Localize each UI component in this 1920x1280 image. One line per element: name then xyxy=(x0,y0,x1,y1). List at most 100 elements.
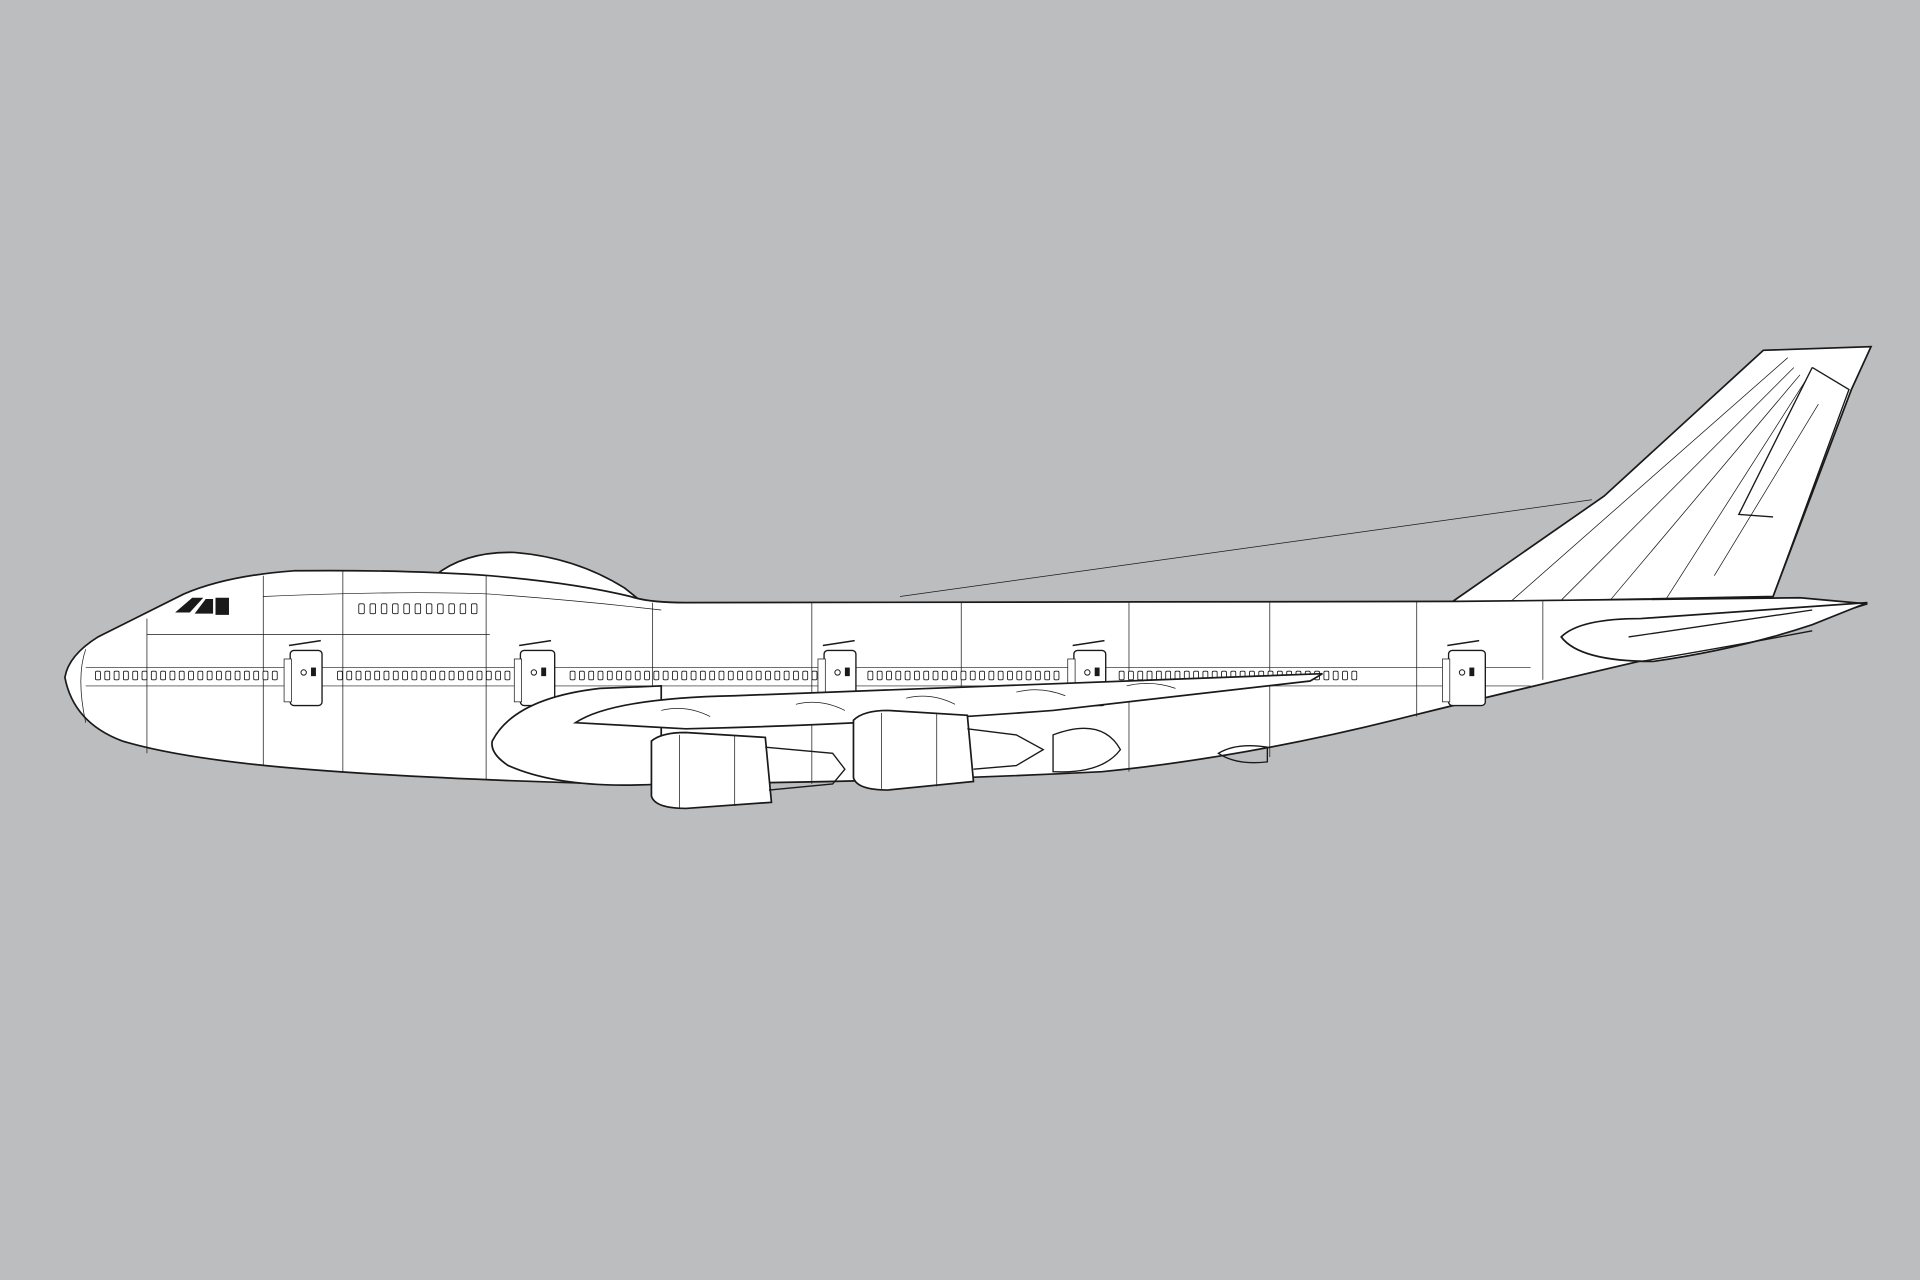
window xyxy=(123,670,129,681)
window xyxy=(979,670,985,681)
window xyxy=(904,670,911,681)
window xyxy=(467,670,474,681)
upper-deck-window xyxy=(448,603,455,615)
cabin-windows xyxy=(95,603,1358,681)
antenna-wire xyxy=(899,499,1592,597)
window xyxy=(364,670,371,681)
window xyxy=(634,670,641,681)
window xyxy=(802,670,809,681)
window xyxy=(355,670,362,681)
window xyxy=(1323,670,1330,681)
window xyxy=(755,670,762,681)
window xyxy=(476,670,483,681)
window xyxy=(923,670,930,681)
upper-deck-window xyxy=(414,603,422,615)
window xyxy=(169,670,176,681)
window xyxy=(402,670,408,681)
window xyxy=(411,670,418,681)
window xyxy=(774,670,781,681)
window xyxy=(439,670,446,681)
window xyxy=(206,670,213,681)
fuselage-stripe-lines xyxy=(85,592,1531,687)
upper-deck-fairing xyxy=(433,551,640,599)
window xyxy=(448,670,455,681)
window xyxy=(1155,670,1162,681)
window xyxy=(662,670,669,681)
window xyxy=(867,670,874,681)
window xyxy=(1044,670,1051,681)
window xyxy=(225,670,232,681)
window xyxy=(1165,670,1172,681)
window xyxy=(216,670,222,681)
window xyxy=(420,670,427,681)
door xyxy=(283,639,323,707)
window xyxy=(113,670,120,681)
window xyxy=(1016,670,1023,681)
window xyxy=(150,670,157,681)
window xyxy=(188,670,194,681)
window xyxy=(597,670,604,681)
upper-deck-window xyxy=(425,603,433,615)
window xyxy=(495,670,501,681)
window xyxy=(765,670,771,681)
window xyxy=(132,670,139,681)
window xyxy=(569,670,576,681)
wingtip-pod xyxy=(1052,727,1122,773)
window xyxy=(504,670,511,681)
upper-deck-window xyxy=(437,603,444,615)
window xyxy=(914,670,920,681)
window xyxy=(895,670,902,681)
upper-deck-window xyxy=(403,603,410,615)
fin-panel-lines xyxy=(1512,357,1819,601)
window xyxy=(690,670,697,681)
window xyxy=(951,670,958,681)
window xyxy=(1146,670,1153,681)
window xyxy=(1007,670,1013,681)
window xyxy=(271,670,278,681)
window xyxy=(374,670,381,681)
window xyxy=(783,670,790,681)
upper-deck-window xyxy=(369,603,376,615)
rudder xyxy=(1737,366,1850,597)
window xyxy=(941,670,948,681)
upper-deck-window xyxy=(392,603,399,615)
window xyxy=(960,670,967,681)
window xyxy=(886,670,892,681)
window xyxy=(699,670,706,681)
window xyxy=(737,670,743,681)
window xyxy=(969,670,976,681)
window xyxy=(653,670,660,681)
window xyxy=(1025,670,1032,681)
window xyxy=(988,670,995,681)
window xyxy=(579,670,585,681)
window xyxy=(1342,670,1348,681)
window xyxy=(876,670,883,681)
window xyxy=(932,670,939,681)
horizontal-stabilizer xyxy=(1560,601,1868,663)
window xyxy=(811,670,818,681)
belly-pod xyxy=(1217,745,1269,764)
window xyxy=(104,670,111,681)
window xyxy=(95,670,101,681)
window xyxy=(1137,670,1144,681)
window xyxy=(1034,670,1041,681)
nose-cone-line xyxy=(80,649,87,723)
window xyxy=(141,670,148,681)
window xyxy=(718,670,725,681)
window xyxy=(1351,670,1358,681)
window xyxy=(197,670,204,681)
window xyxy=(793,670,799,681)
window xyxy=(606,670,613,681)
window xyxy=(262,670,269,681)
window xyxy=(997,670,1004,681)
window xyxy=(746,670,753,681)
door xyxy=(513,639,556,707)
flap-track-fairings xyxy=(661,683,1176,717)
upper-deck-window xyxy=(471,603,478,615)
window xyxy=(243,670,250,681)
elevator xyxy=(1628,609,1813,663)
door xyxy=(1442,639,1486,707)
window xyxy=(392,670,399,681)
window xyxy=(1128,670,1134,681)
